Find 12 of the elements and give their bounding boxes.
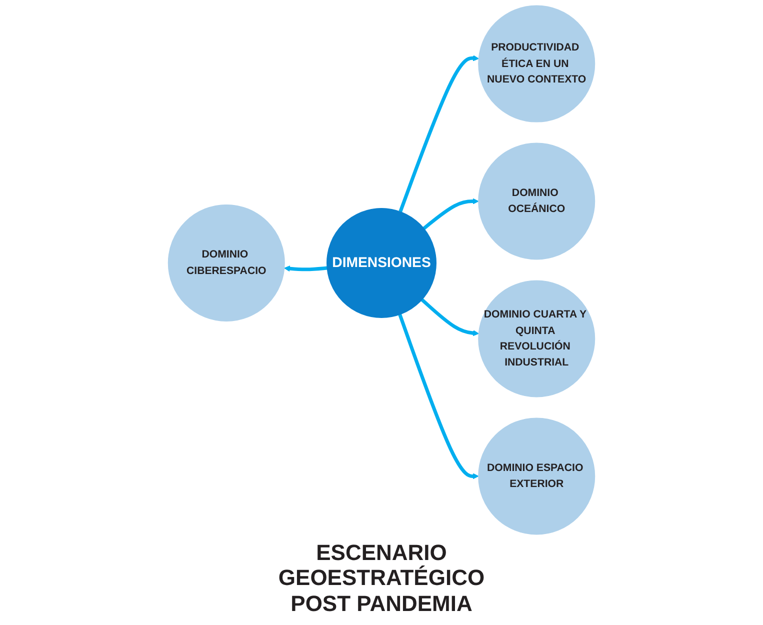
node-circle: DIMENSIONES [326,208,436,318]
node-circle: DOMINIO CIBERESPACIO [168,204,285,322]
arrow [422,198,479,230]
node-circle: DOMINIO CUARTA Y QUINTA REVOLUCIÓN INDUSTRIAL [478,280,596,398]
arrow [398,314,479,480]
arrow [398,55,479,212]
arrow [284,266,328,272]
caption: ESCENARIO GEOESTRATÉGICO POST PANDEMIA [277,540,486,616]
arrow [420,298,479,336]
node-circle: DOMINIO OCEÁNICO [478,142,596,260]
node-circle: DOMINIO ESPACIO EXTERIOR [478,418,596,535]
node-circle: PRODUCTIVIDAD ÉTICA EN UN NUEVO CONTEXTO [478,5,596,122]
